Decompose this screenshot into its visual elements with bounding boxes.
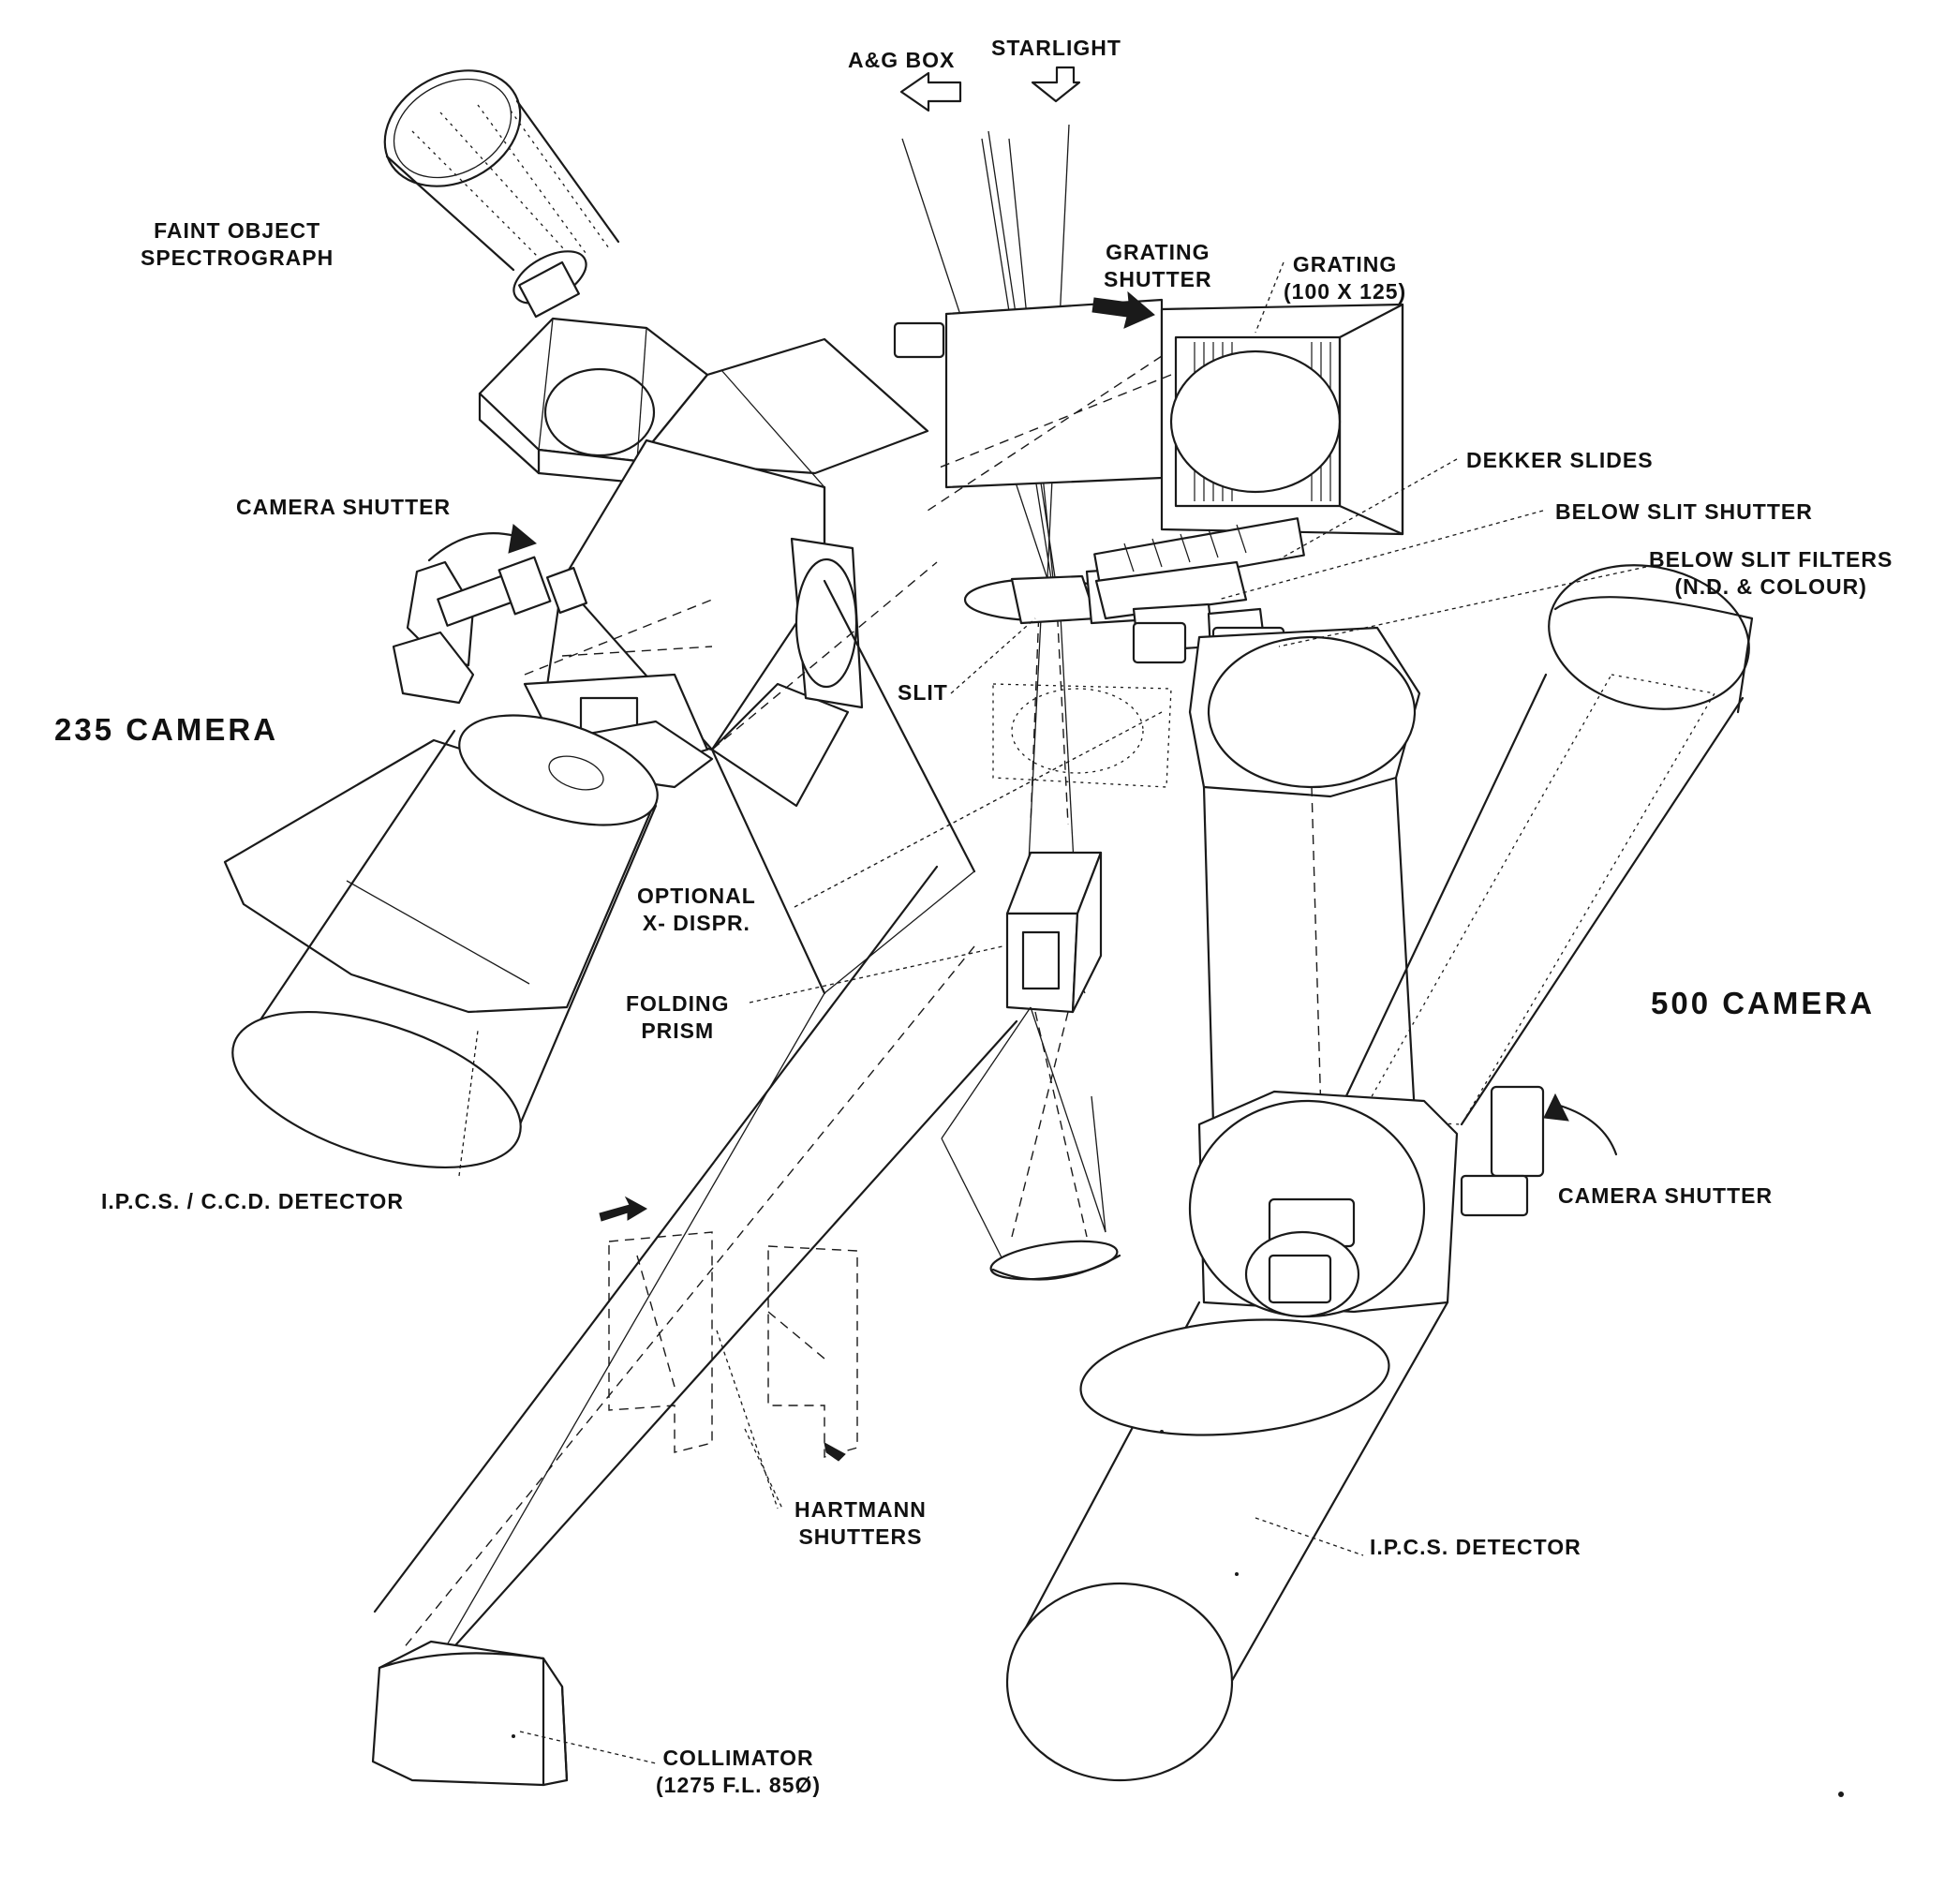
starlight-label: STARLIGHT xyxy=(991,36,1121,60)
below-slit-filters-label: BELOW SLIT FILTERS (N.D. & COLOUR) xyxy=(1649,546,1893,601)
camera-shutter-left-label: CAMERA SHUTTER xyxy=(236,495,452,519)
below-slit-shutter-label: BELOW SLIT SHUTTER xyxy=(1555,499,1813,524)
folding-mirror xyxy=(941,1006,1121,1281)
camera-500 xyxy=(1005,564,1754,1782)
faint-object-spectrograph-label: FAINT OBJECT SPECTROGRAPH xyxy=(141,217,334,272)
grating-label: GRATING (100 x 125) xyxy=(1284,251,1406,305)
below-slit-filters-line-1: BELOW SLIT FILTERS xyxy=(1649,547,1893,572)
slit-label: SLIT xyxy=(898,680,948,705)
label-leaders xyxy=(458,261,1647,1177)
optional-xdispr-line-2: X- DISPR. xyxy=(642,911,750,935)
dekker-slides-label: DEKKER SLIDES xyxy=(1466,448,1654,472)
collimator-line-1: COLLIMATOR xyxy=(662,1746,814,1770)
grating-line-2: (100 x 125) xyxy=(1284,279,1407,304)
ag-box-label: A&G BOX xyxy=(848,48,956,72)
camera-shutter-right-label: CAMERA SHUTTER xyxy=(1558,1183,1774,1208)
ipcs-detector-label: I.P.C.S. DETECTOR xyxy=(1370,1535,1581,1559)
faint-object-line-1: FAINT OBJECT xyxy=(154,218,321,243)
grating-assembly xyxy=(893,298,1404,536)
solid-arrow-right-icon xyxy=(1091,290,1155,329)
collimator-label: COLLIMATOR (1275 f.l. 85ø) xyxy=(656,1745,821,1799)
folding-prism-label: FOLDING PRISM xyxy=(626,990,730,1045)
ipcs-ccd-detector-label: I.P.C.S. / C.C.D. DETECTOR xyxy=(101,1189,404,1213)
folding-prism-line-1: FOLDING xyxy=(626,991,730,1016)
camera-500-label: 500 CAMERA xyxy=(1651,986,1876,1020)
optional-cross-disperser xyxy=(794,683,1172,908)
grating-line-1: GRATING xyxy=(1292,252,1398,276)
curved-arrow-icon xyxy=(427,524,538,562)
optional-xdispr-label: OPTIONAL X- DISPR. xyxy=(637,883,756,937)
hartmann-line-1: HARTMANN xyxy=(794,1497,927,1522)
stray-dots xyxy=(512,1430,1844,1797)
hartmann-shutters xyxy=(599,1196,858,1509)
grating-shutter-label: GRATING SHUTTER xyxy=(1104,239,1212,293)
collimator-line-2: (1275 f.l. 85ø) xyxy=(656,1773,822,1797)
curved-arrow-icon xyxy=(1543,1093,1618,1156)
below-slit-filters-line-2: (N.D. & COLOUR) xyxy=(1674,574,1867,599)
hartmann-shutters-label: HARTMANN SHUTTERS xyxy=(794,1496,927,1551)
folding-prism-line-2: PRISM xyxy=(641,1018,715,1043)
optional-xdispr-line-1: OPTIONAL xyxy=(637,884,756,908)
camera-235-label: 235 CAMERA xyxy=(54,712,279,747)
grating-shutter-line-1: GRATING xyxy=(1106,240,1210,264)
camera-235-body xyxy=(223,439,864,1169)
faint-object-line-2: SPECTROGRAPH xyxy=(141,245,334,270)
folding-prism xyxy=(749,851,1103,1014)
faint-object-spectrograph xyxy=(383,69,929,488)
grating-shutter-line-2: SHUTTER xyxy=(1104,267,1212,291)
hartmann-line-2: SHUTTERS xyxy=(798,1524,923,1549)
collimator-tube xyxy=(371,865,1018,1787)
beam-235-tube xyxy=(710,561,976,995)
outline-arrow-down-icon xyxy=(1031,66,1081,103)
outline-arrow-up-left-icon xyxy=(899,71,962,112)
